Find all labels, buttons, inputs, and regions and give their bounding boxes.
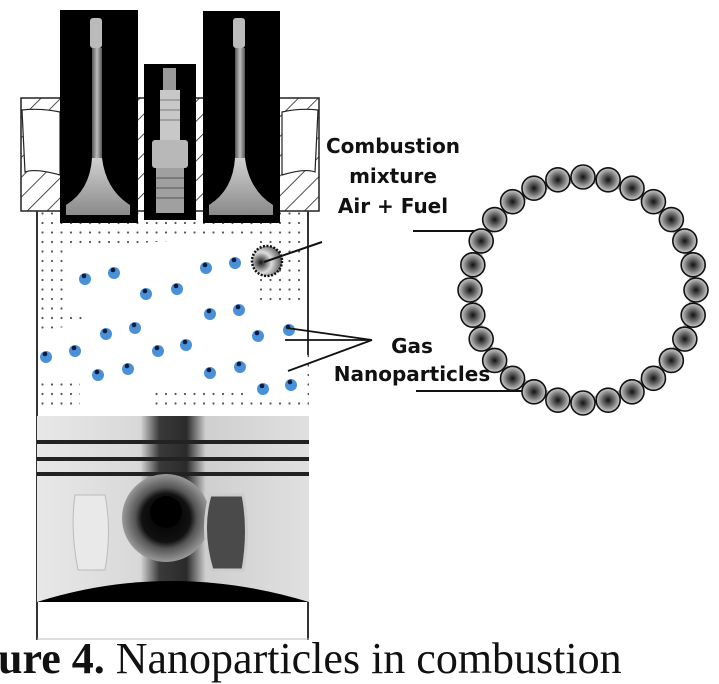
figure-caption-text: Nanoparticles in combustion (104, 634, 622, 683)
gas-nanoparticle (234, 361, 246, 373)
shell-nanoparticle (481, 347, 508, 374)
shell-nanoparticle (680, 302, 706, 328)
shell-nanoparticle (468, 228, 494, 254)
intake-valve (60, 10, 138, 223)
shell-nanoparticle (619, 175, 645, 201)
shell-nanoparticle (457, 277, 483, 303)
shell-nanoparticle (570, 390, 596, 416)
shell-nanoparticle (672, 326, 698, 352)
shell-nanoparticle (460, 252, 486, 278)
piston (37, 416, 309, 602)
gas-nanoparticle (283, 324, 295, 336)
gas-nanoparticle (108, 267, 120, 279)
figure-number: ure 4. (0, 634, 105, 683)
shell-nanoparticle (545, 387, 571, 413)
nanoparticle-shell (457, 164, 709, 416)
shell-nanoparticle (521, 175, 547, 201)
gas-nanoparticle (229, 257, 241, 269)
gas-nanoparticle (204, 367, 216, 379)
shell-nanoparticle (499, 188, 526, 215)
gas-nanoparticle (285, 379, 297, 391)
shell-nanoparticle (468, 326, 494, 352)
engine-nanoparticle-diagram (20, 10, 709, 640)
gas-nanoparticle (69, 345, 81, 357)
gas-pointer-lines (285, 327, 373, 372)
shell-nanoparticle (680, 252, 706, 278)
shell-nanoparticle (619, 379, 645, 405)
combustion-label-line2: mixture (349, 164, 437, 188)
gas-nanoparticle (252, 330, 264, 342)
fuel-droplet (473, 180, 693, 400)
shell-nanoparticle (499, 365, 526, 392)
gas-nanoparticle (171, 283, 183, 295)
shell-nanoparticle (545, 167, 571, 193)
nanoparticles-label: Nanoparticles (333, 362, 491, 386)
fuel-droplet-small (250, 241, 323, 278)
gas-nanoparticle (122, 363, 134, 375)
spark-plug (144, 64, 196, 220)
shell-nanoparticle (460, 302, 486, 328)
shell-nanoparticle (683, 277, 709, 303)
gas-nanoparticles-label: Gas Nanoparticles (332, 333, 492, 387)
gas-nanoparticle (257, 383, 269, 395)
shell-nanoparticle (672, 228, 698, 254)
cylinder (36, 211, 309, 640)
exhaust-valve (203, 11, 280, 223)
combustion-mixture-label: Combustion mixture Air + Fuel (318, 133, 468, 219)
combustion-label-line3: Air + Fuel (337, 194, 449, 218)
combustion-label-line1: Combustion (325, 134, 461, 158)
gas-nanoparticle (79, 273, 91, 285)
shell-nanoparticle (595, 167, 621, 193)
shell-nanoparticle (521, 379, 547, 405)
gas-nanoparticle (152, 345, 164, 357)
figure-caption: ure 4. Nanoparticles in combustion (0, 634, 622, 684)
gas-nanoparticle (200, 262, 212, 274)
gas-nanoparticles (40, 257, 297, 395)
gas-nanoparticle (129, 322, 141, 334)
shell-nanoparticle (595, 387, 621, 413)
shell-nanoparticle (570, 164, 596, 190)
gas-nanoparticle (140, 288, 152, 300)
shell-nanoparticle (481, 206, 508, 233)
shell-nanoparticle (640, 365, 667, 392)
gas-nanoparticle (233, 304, 245, 316)
shell-nanoparticle (640, 188, 667, 215)
gas-nanoparticle (180, 339, 192, 351)
gas-nanoparticle (92, 369, 104, 381)
gas-label: Gas (391, 334, 433, 358)
gas-nanoparticle (204, 308, 216, 320)
shell-nanoparticle (658, 347, 685, 374)
shell-nanoparticle (658, 206, 685, 233)
gas-nanoparticle (40, 351, 52, 363)
gas-nanoparticle (100, 328, 112, 340)
